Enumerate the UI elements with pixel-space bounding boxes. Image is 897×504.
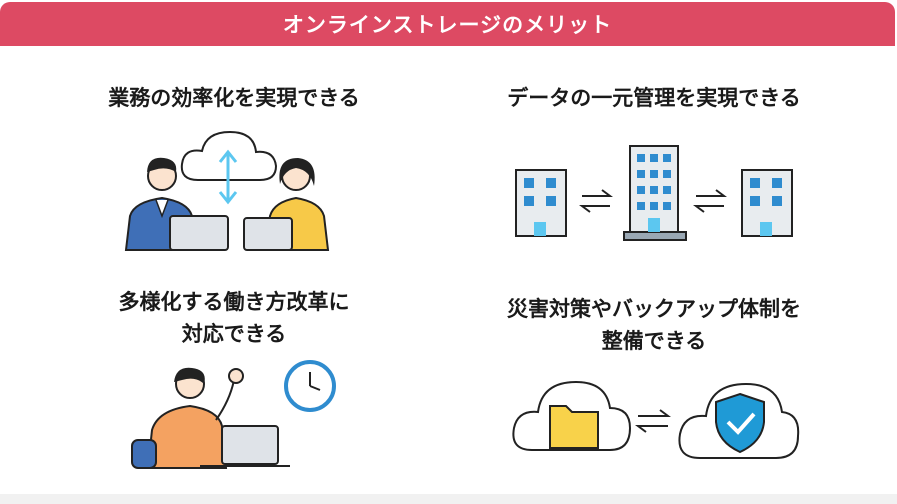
efficiency-illustration [124, 130, 330, 251]
benefit-efficiency-title: 業務の効率化を実現できる [108, 86, 360, 110]
person-waving-icon [131, 367, 244, 469]
benefit-disaster-backup-title-line1: 災害対策やバックアップ体制を [507, 297, 801, 321]
benefit-centralized-data-title: データの一元管理を実現できる [507, 86, 801, 110]
workstyle-illustration [131, 360, 336, 469]
benefit-centralized-data-heading: データの一元管理を実現できる [468, 82, 840, 114]
benefit-workstyle-heading: 多様化する働き方改革に 対応できる [48, 286, 420, 350]
shield-cloud-icon [678, 382, 800, 459]
benefit-disaster-backup-heading: 災害対策やバックアップ体制を 整備できる [468, 293, 840, 357]
headquarters-building-icon [623, 145, 687, 241]
man-with-laptop-icon [124, 157, 229, 251]
bottom-band [0, 494, 897, 504]
banner-title: オンラインストレージのメリット [282, 13, 613, 37]
benefit-workstyle-title-line1: 多様化する働き方改革に [118, 290, 350, 314]
centralized-data-illustration [515, 145, 793, 241]
woman-with-laptop-icon [243, 158, 330, 251]
folder-cloud-icon [512, 380, 632, 451]
clock-icon [284, 360, 336, 412]
benefit-disaster-backup-title-line2: 整備できる [601, 329, 707, 353]
sync-arrows-icon [635, 409, 671, 433]
laptop-icon [200, 425, 290, 467]
branch-building-left-icon [515, 169, 567, 237]
disaster-backup-illustration [512, 380, 800, 459]
sync-arrows-left-icon [579, 189, 613, 213]
header-banner: オンラインストレージのメリット [0, 2, 895, 46]
cloud-sync-icon [180, 130, 278, 205]
benefit-workstyle-title-line2: 対応できる [181, 322, 287, 346]
benefit-efficiency-heading: 業務の効率化を実現できる [48, 82, 420, 114]
branch-building-right-icon [741, 169, 793, 237]
sync-arrows-right-icon [693, 189, 727, 213]
